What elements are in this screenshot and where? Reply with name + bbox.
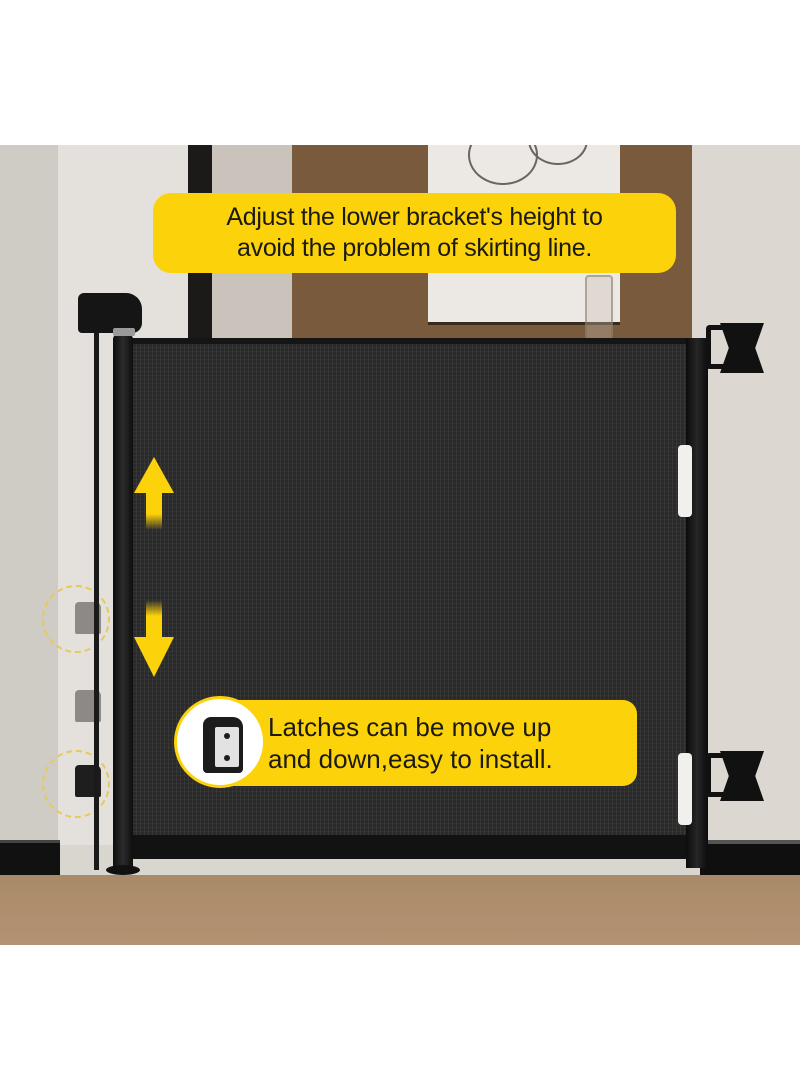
gate-bottom-band [128,835,692,859]
callout-top-line2: avoid the problem of skirting line. [237,234,592,262]
skirting-board-left [0,840,60,880]
gate-top-cap [78,293,142,333]
highlight-circle-lower [42,750,110,818]
handle-slot-upper [678,445,692,517]
wall-right [692,145,800,845]
callout-latches: Latches can be move up and down,easy to … [200,700,637,786]
bracket-hook-lower [706,753,728,797]
screw-hole-icon [224,733,230,739]
painting-branch [468,145,538,185]
glass-vase [585,275,613,345]
bracket-hook-upper [706,325,728,369]
gate-post-base [106,865,140,875]
gate-cap-ring [113,328,135,336]
gate-roller-post [113,335,133,870]
wall-left-far [0,145,58,845]
mounting-rod [94,330,99,870]
latch-icon-badge [174,696,266,788]
callout-bracket-height: Adjust the lower bracket's height to avo… [153,193,676,273]
latch-bracket-icon [203,717,243,773]
handle-slot-lower [678,753,692,825]
highlight-circle-upper [42,585,110,653]
arrow-down-shaft [146,600,162,640]
callout-bottom-line1: Latches can be move up [268,712,552,742]
callout-bottom-line2: and down,easy to install. [268,744,553,774]
screw-hole-icon [224,755,230,761]
latch-icon-face [215,727,239,767]
arrow-up-shaft [146,490,162,530]
wood-floor [0,875,800,945]
callout-top-line1: Adjust the lower bracket's height to [226,203,603,231]
